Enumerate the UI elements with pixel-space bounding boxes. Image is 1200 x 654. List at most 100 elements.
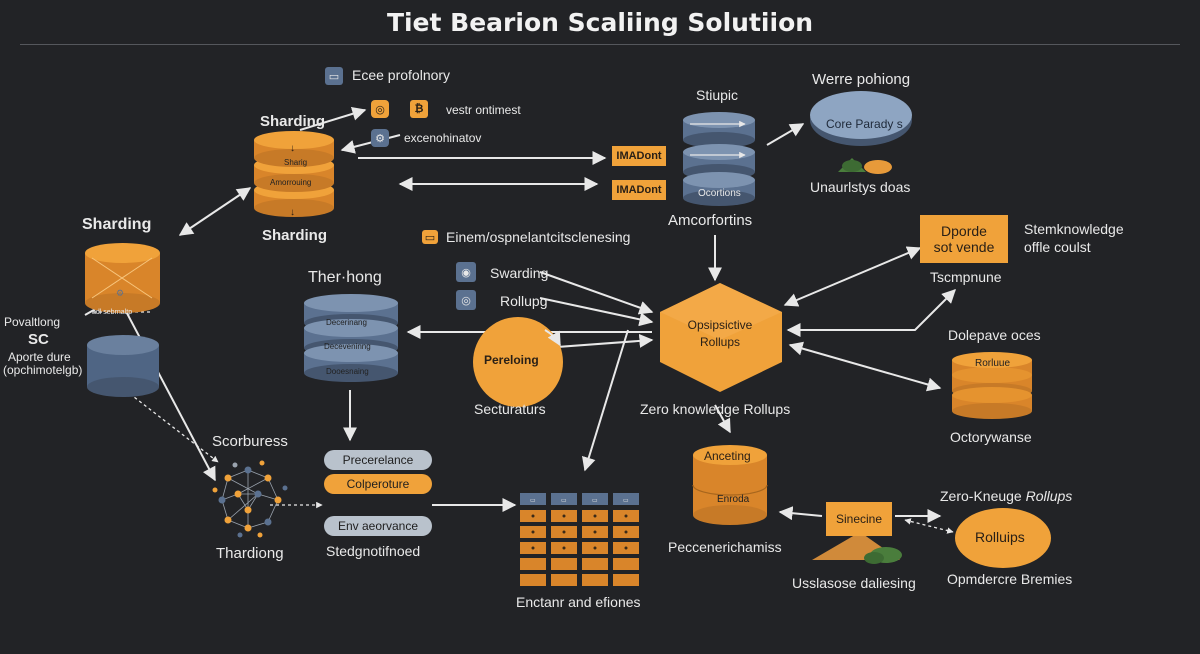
- usslasose-label: Usslasose daliesing: [792, 575, 916, 591]
- vestront-label: vestr ontimest: [446, 103, 521, 117]
- rolluips-ellipse: [955, 508, 1051, 568]
- arrow-hex-to-dporde: [783, 246, 922, 307]
- aporte-line-1: Aporte dure: [8, 350, 71, 364]
- dashed-connectors: [93, 311, 954, 534]
- enroda-label: Enroda: [717, 494, 750, 505]
- coin-icon: ◎: [371, 100, 389, 118]
- opsipic-line-1: Opsipsictive: [687, 318, 753, 332]
- eine-label: Einem/ospnelantcitsclenesing: [446, 229, 631, 245]
- sinecine-pyramid: [812, 532, 902, 564]
- ecee-label: Ecee profolnory: [352, 67, 451, 83]
- therhong-label: Ther·hong: [308, 269, 382, 286]
- arrow-sinecine-to-anceting: [778, 506, 823, 521]
- svg-text:▭: ▭: [592, 498, 598, 504]
- therhong-stack: [304, 294, 398, 382]
- sharig-disk-label: Sharig: [284, 158, 308, 167]
- network-graph: [212, 460, 288, 538]
- arrow-hex-to-tscmpnune: [786, 289, 956, 337]
- excenohinatov-label: excenohinatov: [404, 131, 482, 145]
- opsipic-line-2: Rollups: [699, 335, 741, 349]
- arrow-sc-to-network: [119, 299, 216, 482]
- sharding-left-label: Sharding: [82, 216, 152, 233]
- arrow-sharding-to-icons: [299, 107, 367, 131]
- env-aeorvance-pill: Env aeorvance: [324, 516, 432, 536]
- stiupic-label: Stiupic: [696, 87, 739, 103]
- decerinang-disk-label: Decerinang: [326, 318, 367, 327]
- imadont-tag-1: IMADont: [612, 146, 666, 166]
- sharding-bottom-label: Sharding: [262, 227, 328, 244]
- stiupic-stack: [683, 112, 755, 206]
- pecceneric-label: Peccenerichamiss: [668, 539, 782, 555]
- title-divider: [20, 44, 1180, 45]
- rolluips-label: Rolluips: [975, 529, 1025, 545]
- arrow-swarding-to-hex: [539, 271, 654, 315]
- sharding-stack: ↓ ↓: [254, 131, 334, 218]
- ring-icon: ◎: [456, 290, 476, 310]
- tscmpnune-label: Tscmpnune: [930, 269, 1002, 285]
- core-paradys-disk: [810, 91, 912, 146]
- dporde-line-1: Dporde: [941, 223, 987, 239]
- zero-rollups-label: Zero knowledge Rollups: [640, 401, 791, 417]
- svg-text:↓: ↓: [290, 207, 295, 218]
- diagram-title: Tiet Bearion Scaliing Solutiion: [386, 8, 814, 37]
- rorluue-label: Rorluue: [975, 358, 1011, 369]
- hills-icon: [838, 158, 892, 174]
- dolepave-label: Dolepave oces: [948, 327, 1041, 343]
- povaltlong-label: Povaltlong: [4, 315, 61, 329]
- unaurlstys-label: Unaurlstys doas: [810, 179, 911, 195]
- arrow-left-to-sharding: [178, 187, 252, 236]
- pereloing-circle: [473, 317, 563, 407]
- aporte-line-2: (opchimotelgb): [3, 363, 83, 377]
- rollupg-label: Rollupg: [500, 293, 548, 309]
- sc-label: SC: [28, 331, 49, 348]
- connector-arrows: [84, 107, 956, 523]
- octory-label: Octorywanse: [950, 429, 1032, 445]
- sinecine-box: Sinecine: [826, 502, 892, 536]
- anceting-label: Anceting: [704, 449, 751, 463]
- arrow-down-to-anceting: [714, 404, 731, 434]
- thardiong-label: Thardiong: [216, 545, 284, 562]
- werre-label: Werre pohiong: [812, 71, 911, 88]
- stedgno-label: Stedgnotifnoed: [326, 543, 421, 559]
- amorrouing-disk-label: Amorrouing: [270, 178, 312, 187]
- secturaturs-label: Secturaturs: [474, 401, 546, 417]
- svg-text:▭: ▭: [561, 498, 567, 504]
- gear-icon: ⚙: [371, 129, 389, 147]
- zero-kneuge-label: Zero-Kneuge Rollups: [940, 488, 1072, 504]
- stem-line-2: offle coulst: [1024, 239, 1091, 255]
- opmdercre-label: Opmdercre Bremies: [947, 571, 1073, 587]
- rorluue-stack: [952, 352, 1032, 419]
- colperoture-pill: Colperoture: [324, 474, 432, 494]
- dporde-box: Dporde sot vende: [920, 215, 1008, 263]
- ocortions-label: Ocortions: [698, 188, 741, 199]
- precerelance-pill: Precerelance: [324, 450, 432, 470]
- anceting-cylinder: [692, 445, 768, 525]
- svg-text:▭: ▭: [530, 498, 536, 504]
- zero-kneuge-text: Zero-Kneuge: [940, 488, 1022, 504]
- bitcoin-icon: ₿: [410, 100, 428, 118]
- dporde-line-2: sot vende: [933, 239, 995, 255]
- core-paradys-label: Core Parady s: [826, 117, 903, 131]
- svg-text:↓: ↓: [290, 143, 295, 154]
- arrow-to-core: [766, 123, 805, 146]
- amcorfortins-label: Amcorfortins: [668, 212, 753, 229]
- target-icon: ◉: [456, 262, 476, 282]
- left-orange-cylinder: ⚙: [85, 243, 160, 313]
- pereloing-label: Pereloing: [484, 353, 539, 367]
- sharding-top-label: Sharding: [260, 113, 326, 130]
- imadont-tag-2: IMADont: [612, 180, 666, 200]
- screen-icon: ▭: [422, 230, 438, 244]
- card-icon: ▭: [325, 67, 343, 85]
- svg-text:▭: ▭: [623, 498, 629, 504]
- arrow-rollup-to-hex: [539, 297, 654, 327]
- data-table-grid: ▭ ▭ ▭ ▭: [520, 493, 639, 586]
- arrow-hex-to-octory: [788, 341, 942, 392]
- zero-kneuge-italic: Rollups: [1025, 488, 1073, 504]
- scorburess-label: Scorburess: [212, 433, 288, 450]
- dooesnaing-disk-label: Dooesnaing: [326, 367, 369, 376]
- swarding-label: Swarding: [490, 265, 549, 281]
- deceveninng-disk-label: Deceveninng: [324, 342, 371, 351]
- svg-text:⚙: ⚙: [116, 288, 124, 298]
- arrow-hex-to-table: [582, 329, 629, 472]
